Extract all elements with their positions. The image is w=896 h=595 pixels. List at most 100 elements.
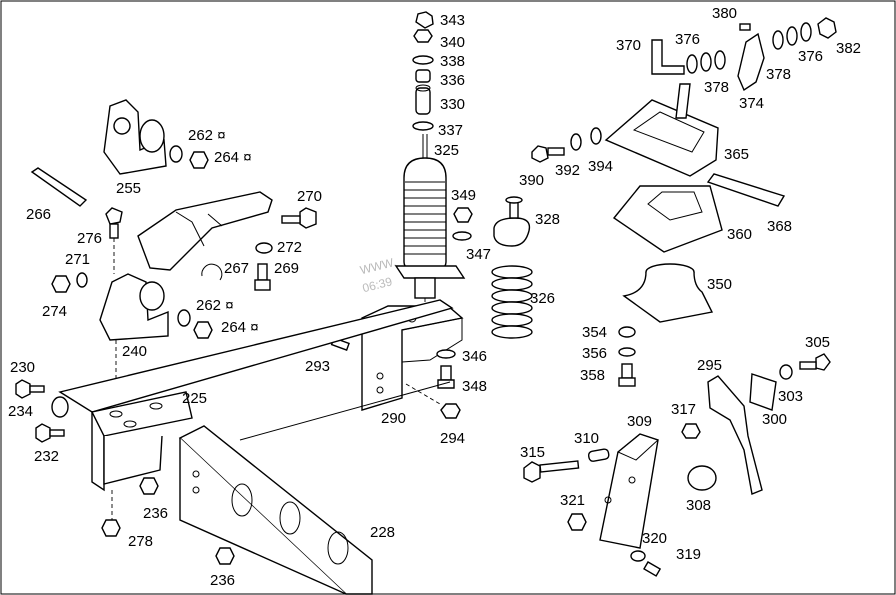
bolt-319 bbox=[643, 561, 662, 577]
ref-274: 274 bbox=[42, 303, 67, 320]
left-linkage-assembly bbox=[30, 99, 317, 398]
bolt-305-shank bbox=[799, 361, 817, 370]
nut-382 bbox=[817, 17, 837, 39]
ref-350: 350 bbox=[707, 276, 732, 293]
ref-376a: 376 bbox=[675, 31, 700, 48]
ref-343: 343 bbox=[440, 12, 465, 29]
bolt-315-shank bbox=[539, 460, 580, 473]
bump-stop-cap bbox=[505, 196, 523, 204]
washer-262a bbox=[169, 145, 183, 163]
shift-lever-stub bbox=[675, 83, 691, 119]
bolt-390-head bbox=[531, 145, 549, 163]
bolt-230-shank bbox=[29, 385, 45, 393]
lever-arm-ribs bbox=[175, 211, 223, 247]
sleeve-330 bbox=[415, 87, 431, 115]
ref-300: 300 bbox=[762, 411, 787, 428]
ref-321: 321 bbox=[560, 492, 585, 509]
crossmember-rear-edge bbox=[239, 381, 451, 441]
ref-295: 295 bbox=[697, 357, 722, 374]
coil-spring-326 bbox=[491, 265, 533, 339]
washer-346 bbox=[436, 349, 456, 359]
ref-328: 328 bbox=[535, 211, 560, 228]
damper-bellows-rings bbox=[404, 181, 446, 255]
washer-347 bbox=[452, 231, 472, 241]
bump-stop-328 bbox=[493, 217, 531, 247]
ref-340: 340 bbox=[440, 34, 465, 51]
washer-376b bbox=[786, 26, 798, 46]
washer-305 bbox=[779, 364, 793, 380]
ref-230: 230 bbox=[10, 359, 35, 376]
bolt-270-shank bbox=[281, 215, 301, 224]
ref-378b: 378 bbox=[766, 66, 791, 83]
watermark-line-2: 06:39 bbox=[361, 274, 394, 295]
nut-321 bbox=[567, 513, 587, 531]
nut-278 bbox=[101, 519, 121, 537]
ref-255: 255 bbox=[116, 180, 141, 197]
shift-plate-365-well bbox=[632, 111, 705, 153]
plate-228-hole-5 bbox=[192, 486, 200, 494]
ref-240: 240 bbox=[122, 343, 147, 360]
washer-272 bbox=[255, 242, 273, 254]
ref-358: 358 bbox=[580, 367, 605, 384]
ref-348: 348 bbox=[462, 378, 487, 395]
crossmember-225-plate bbox=[103, 435, 163, 485]
mount-240 bbox=[99, 273, 169, 341]
washer-378b bbox=[772, 30, 784, 50]
ref-356: 356 bbox=[582, 345, 607, 362]
bushing-308 bbox=[687, 465, 717, 491]
nut-340 bbox=[413, 29, 433, 43]
spring-washer-356 bbox=[618, 347, 636, 357]
ref-374: 374 bbox=[739, 95, 764, 112]
bracket-309-hole-2 bbox=[628, 476, 636, 484]
bolt-232-head bbox=[35, 423, 51, 443]
shock-absorber-assembly bbox=[323, 11, 533, 419]
ref-338: 338 bbox=[440, 53, 465, 70]
ref-317: 317 bbox=[671, 401, 696, 418]
ref-325: 325 bbox=[434, 142, 459, 159]
bolt-230-head bbox=[15, 379, 31, 399]
nut-264a bbox=[189, 151, 209, 169]
ref-319: 319 bbox=[676, 546, 701, 563]
boot-housing-360-opening bbox=[647, 191, 703, 221]
crossmember-hole-2 bbox=[149, 402, 163, 410]
ref-271: 271 bbox=[65, 251, 90, 268]
damper-lower-tube bbox=[414, 277, 436, 299]
watermark-line-1: WWW. bbox=[359, 255, 398, 277]
bushing-310 bbox=[587, 448, 610, 462]
rod-266 bbox=[30, 167, 88, 207]
bracket-290-hole-1 bbox=[376, 372, 384, 380]
bracket-309-hole-1 bbox=[604, 496, 612, 504]
bolt-269-head bbox=[254, 279, 271, 291]
ref-315: 315 bbox=[520, 444, 545, 461]
ref-262b: 262 ¤ bbox=[196, 297, 234, 314]
crossmember-225-end-cap bbox=[51, 396, 69, 418]
ref-310: 310 bbox=[574, 430, 599, 447]
bolt-305-head bbox=[815, 353, 831, 371]
ref-309: 309 bbox=[627, 413, 652, 430]
ref-336: 336 bbox=[440, 72, 465, 89]
ref-382: 382 bbox=[836, 40, 861, 57]
washer-271 bbox=[76, 272, 88, 288]
crossmember-225-top bbox=[58, 299, 454, 413]
watermark: WWW. 06:39 bbox=[359, 255, 398, 295]
ref-262a: 262 ¤ bbox=[188, 127, 226, 144]
damper-body-325 bbox=[403, 157, 447, 273]
side-plate-228 bbox=[178, 425, 373, 595]
bushing-336 bbox=[415, 69, 431, 83]
ref-236b: 236 bbox=[210, 572, 235, 589]
ref-370: 370 bbox=[616, 37, 641, 54]
ref-394: 394 bbox=[588, 158, 613, 175]
ref-337: 337 bbox=[438, 122, 463, 139]
ref-354: 354 bbox=[582, 324, 607, 341]
ref-270: 270 bbox=[297, 188, 322, 205]
ref-330: 330 bbox=[440, 96, 465, 113]
shift-plate-365 bbox=[604, 99, 719, 177]
ref-305: 305 bbox=[805, 334, 830, 351]
washer-320 bbox=[630, 550, 646, 562]
strip-368 bbox=[706, 173, 786, 207]
ref-376b: 376 bbox=[798, 48, 823, 65]
bolt-269-shank bbox=[257, 263, 268, 281]
bracket-290-hole-2 bbox=[376, 386, 384, 394]
